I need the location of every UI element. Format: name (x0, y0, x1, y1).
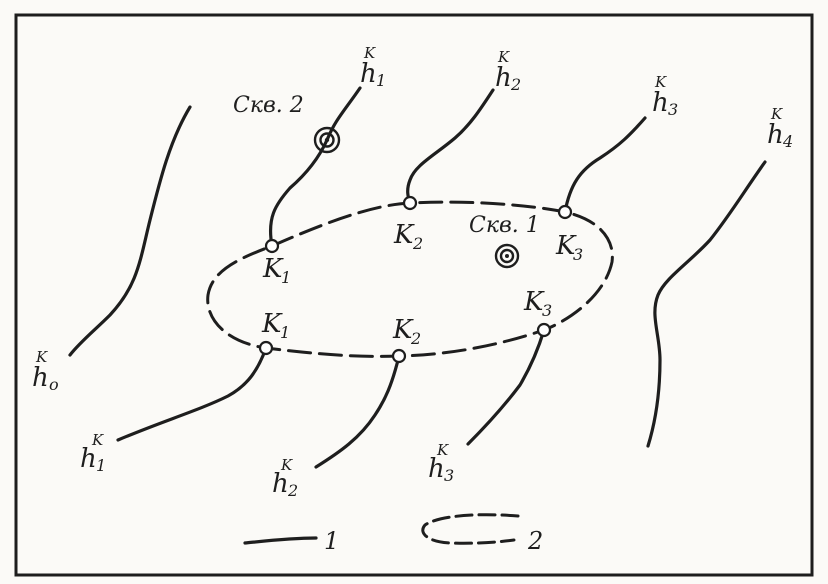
svg-text:h: h (272, 469, 289, 499)
label-h4: K h 4 (767, 105, 793, 151)
contour-h1-lower (116, 346, 268, 442)
svg-text:h: h (360, 59, 377, 89)
label-h3-top: K h 3 (652, 73, 678, 119)
svg-text:3: 3 (542, 301, 552, 320)
svg-text:K: K (770, 105, 783, 123)
svg-text:2: 2 (510, 75, 521, 94)
svg-text:3: 3 (444, 466, 454, 485)
legend: 1 2 (243, 513, 543, 555)
svg-text:3: 3 (668, 100, 678, 119)
svg-text:K: K (261, 309, 283, 339)
label-h2-bottom: K h 2 (272, 456, 298, 500)
svg-text:K: K (497, 48, 510, 66)
contour-h1-upper (268, 86, 362, 248)
svg-text:1: 1 (281, 268, 291, 287)
svg-text:h: h (767, 120, 784, 150)
svg-text:1: 1 (376, 71, 386, 90)
svg-text:K: K (35, 348, 48, 366)
point-k2-upper (402, 195, 418, 211)
svg-text:h: h (428, 454, 445, 484)
svg-text:K: K (392, 315, 414, 345)
well-2-label: Скв. 2 (233, 93, 304, 118)
svg-text:2: 2 (410, 329, 421, 348)
label-h0: K h o (32, 348, 59, 394)
contour-h4 (646, 160, 767, 448)
svg-text:h: h (652, 88, 669, 118)
svg-text:h: h (32, 363, 49, 393)
label-h3-bottom: K h 3 (428, 441, 454, 485)
svg-text:K: K (436, 441, 449, 459)
well-2-marker (313, 126, 341, 154)
legend-solid-line (243, 536, 318, 545)
svg-text:K: K (363, 44, 376, 62)
contour-h2-upper (406, 88, 495, 205)
legend-label-1: 1 (324, 527, 339, 555)
svg-text:K: K (91, 431, 104, 449)
svg-text:4: 4 (782, 132, 793, 151)
svg-text:2: 2 (412, 234, 423, 253)
svg-text:3: 3 (573, 245, 583, 264)
point-k3-upper (557, 204, 573, 220)
label-k1-upper: K 1 (262, 254, 291, 287)
svg-text:h: h (80, 444, 97, 474)
contour-h2-lower (314, 354, 401, 469)
svg-text:K: K (262, 254, 284, 284)
contour-h0 (68, 105, 192, 357)
svg-text:K: K (393, 220, 415, 250)
legend-label-2: 2 (527, 527, 543, 555)
legend-dashed-loop (421, 513, 520, 545)
point-k1-lower (258, 340, 274, 356)
well-1-label: Скв. 1 (469, 213, 540, 238)
svg-text:1: 1 (96, 456, 106, 475)
svg-text:K: K (555, 231, 577, 261)
svg-text:K: K (523, 287, 545, 317)
label-k3-lower: K 3 (523, 287, 552, 320)
label-k1-lower: K 1 (261, 309, 290, 342)
well-1-marker (494, 243, 520, 269)
point-k3-lower (536, 322, 552, 338)
label-h1-top: K h 1 (360, 44, 386, 90)
contour-h3-upper (563, 116, 647, 214)
point-k1-upper (264, 238, 280, 254)
diagram-frame (14, 13, 814, 577)
contour-h3-lower (466, 328, 546, 446)
label-h1-bottom: K h 1 (80, 431, 106, 475)
label-k3-upper: K 3 (555, 231, 583, 264)
svg-text:K: K (654, 73, 667, 91)
point-k2-lower (391, 348, 407, 364)
label-k2-lower: K 2 (392, 315, 421, 348)
svg-text:1: 1 (280, 323, 290, 342)
svg-text:o: o (49, 375, 59, 394)
label-k2-upper: K 2 (393, 220, 423, 253)
svg-text:2: 2 (287, 481, 298, 500)
label-h2-top: K h 2 (495, 48, 521, 94)
svg-text:K: K (280, 456, 293, 474)
svg-text:h: h (495, 63, 512, 93)
